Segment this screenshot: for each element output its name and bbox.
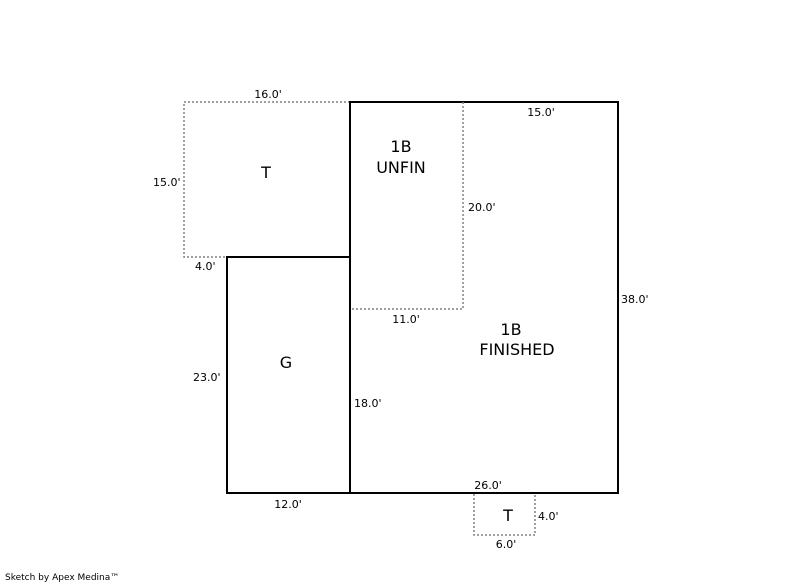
unfinished-outline — [350, 102, 464, 310]
terrace-bottom-label: T — [502, 506, 513, 525]
dim-label: 18.0' — [354, 397, 382, 410]
dim-label: 20.0' — [468, 201, 496, 214]
finished-label-1: 1B — [500, 320, 521, 339]
terrace-bottom-outline — [473, 494, 536, 536]
dim-label: 11.0' — [392, 313, 420, 326]
finished-outline — [349, 101, 619, 494]
unfinished-label-2: UNFIN — [376, 158, 426, 177]
dim-label: 15.0' — [153, 176, 181, 189]
dim-label: 4.0' — [195, 260, 216, 273]
dim-label: 4.0' — [538, 510, 559, 523]
terrace-top-label: T — [260, 163, 271, 182]
garage-label: G — [280, 353, 292, 372]
dim-label: 6.0' — [496, 538, 517, 551]
sketch-credit: Sketch by Apex Medina™ — [5, 573, 120, 583]
finished-label-2: FINISHED — [479, 340, 554, 359]
unfinished-label-1: 1B — [390, 137, 411, 156]
dim-label: 12.0' — [274, 498, 302, 511]
dim-label: 38.0' — [621, 293, 649, 306]
garage-outline — [226, 256, 351, 494]
dim-label: 15.0' — [527, 106, 555, 119]
dim-label: 23.0' — [193, 371, 221, 384]
dim-label: 26.0' — [474, 479, 502, 492]
dim-label: 16.0' — [254, 88, 282, 101]
